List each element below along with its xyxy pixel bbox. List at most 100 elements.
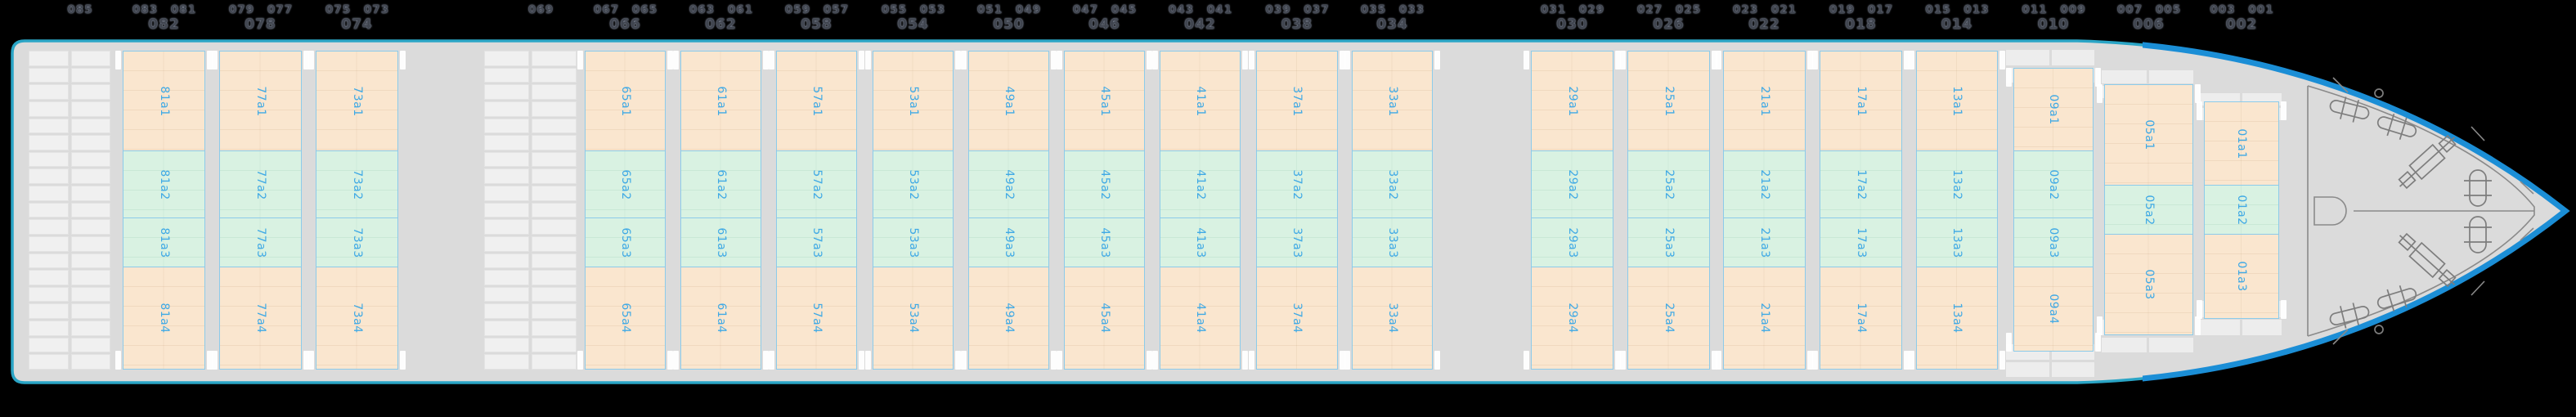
rack-cell[interactable] — [532, 118, 577, 134]
rack-cell[interactable] — [29, 354, 69, 370]
rack-cell[interactable] — [29, 101, 69, 117]
rack-cell[interactable] — [70, 202, 110, 218]
bay-zone-37a3[interactable]: 37a3 — [1256, 218, 1338, 267]
rack-cell[interactable] — [532, 337, 577, 353]
bay-zone-61a1[interactable]: 61a1 — [680, 51, 761, 151]
rack-cell[interactable] — [484, 118, 529, 134]
bay-zone-33a4[interactable]: 33a4 — [1352, 267, 1433, 370]
bay-zone-41a2[interactable]: 41a2 — [1160, 151, 1241, 218]
rack-cell[interactable] — [532, 321, 577, 336]
rack-cell[interactable] — [70, 303, 110, 320]
bay-zone-65a4[interactable]: 65a4 — [585, 267, 666, 370]
bay-zone-81a4[interactable]: 81a4 — [123, 267, 205, 370]
rack-cell[interactable] — [29, 337, 69, 353]
bay-zone-05a3[interactable]: 05a3 — [2104, 235, 2193, 335]
bay-zone-57a3[interactable]: 57a3 — [776, 218, 857, 267]
bay-zone-45a4[interactable]: 45a4 — [1064, 267, 1145, 370]
rack-cell[interactable] — [484, 84, 529, 100]
rack-cell[interactable] — [70, 51, 110, 66]
rack-cell[interactable] — [484, 67, 529, 83]
bay-zone-81a3[interactable]: 81a3 — [123, 218, 205, 267]
bay-zone-25a4[interactable]: 25a4 — [1627, 267, 1710, 370]
bay-zone-73a3[interactable]: 73a3 — [316, 218, 398, 267]
bay-zone-17a2[interactable]: 17a2 — [1820, 151, 1902, 218]
rack-cell[interactable] — [70, 286, 110, 303]
rack-cell[interactable] — [70, 135, 110, 150]
bay-zone-49a4[interactable]: 49a4 — [968, 267, 1049, 370]
rack-cell[interactable] — [29, 151, 69, 168]
bay-zone-41a3[interactable]: 41a3 — [1160, 218, 1241, 267]
bay-zone-73a2[interactable]: 73a2 — [316, 151, 398, 218]
rack-cell[interactable] — [70, 84, 110, 100]
rack-cell[interactable] — [70, 337, 110, 353]
rack-cell[interactable] — [484, 235, 529, 252]
rack-cell[interactable] — [532, 135, 577, 150]
rack-cell[interactable] — [532, 151, 577, 168]
rack-cell[interactable] — [532, 253, 577, 269]
bay-zone-37a1[interactable]: 37a1 — [1256, 51, 1338, 151]
bay-zone-45a2[interactable]: 45a2 — [1064, 151, 1145, 218]
bay-zone-29a2[interactable]: 29a2 — [1531, 151, 1613, 218]
rack-cell[interactable] — [484, 135, 529, 150]
bay-zone-13a4[interactable]: 13a4 — [1916, 267, 1998, 370]
bay-zone-17a4[interactable]: 17a4 — [1820, 267, 1902, 370]
rack-cell[interactable] — [29, 67, 69, 83]
rack-cell[interactable] — [484, 354, 529, 370]
rack-cell[interactable] — [70, 253, 110, 269]
bay-zone-05a1[interactable]: 05a1 — [2104, 84, 2193, 186]
bay-zone-17a3[interactable]: 17a3 — [1820, 218, 1902, 267]
bay-zone-57a2[interactable]: 57a2 — [776, 151, 857, 218]
rack-cell[interactable] — [484, 337, 529, 353]
rack-cell[interactable] — [70, 270, 110, 285]
rack-cell[interactable] — [29, 186, 69, 201]
rack-cell[interactable] — [70, 67, 110, 83]
rack-cell[interactable] — [532, 51, 577, 66]
rack-cell[interactable] — [29, 303, 69, 320]
bay-zone-73a1[interactable]: 73a1 — [316, 51, 398, 151]
bay-zone-61a3[interactable]: 61a3 — [680, 218, 761, 267]
rack-cell[interactable] — [29, 168, 69, 185]
bay-zone-77a2[interactable]: 77a2 — [219, 151, 302, 218]
rack-cell[interactable] — [70, 168, 110, 185]
bay-zone-33a1[interactable]: 33a1 — [1352, 51, 1433, 151]
bay-zone-09a1[interactable]: 09a1 — [2013, 68, 2094, 151]
rack-cell[interactable] — [484, 101, 529, 117]
bay-zone-29a1[interactable]: 29a1 — [1531, 51, 1613, 151]
bay-zone-05a2[interactable]: 05a2 — [2104, 186, 2193, 235]
bay-zone-57a1[interactable]: 57a1 — [776, 51, 857, 151]
bay-zone-21a3[interactable]: 21a3 — [1723, 218, 1806, 267]
bay-zone-21a4[interactable]: 21a4 — [1723, 267, 1806, 370]
rack-cell[interactable] — [484, 303, 529, 320]
bay-zone-25a2[interactable]: 25a2 — [1627, 151, 1710, 218]
bay-zone-77a1[interactable]: 77a1 — [219, 51, 302, 151]
bay-zone-57a4[interactable]: 57a4 — [776, 267, 857, 370]
rack-cell[interactable] — [29, 202, 69, 218]
bay-zone-13a3[interactable]: 13a3 — [1916, 218, 1998, 267]
rack-cell[interactable] — [29, 286, 69, 303]
rack-cell[interactable] — [29, 84, 69, 100]
bay-zone-49a3[interactable]: 49a3 — [968, 218, 1049, 267]
bay-zone-29a3[interactable]: 29a3 — [1531, 218, 1613, 267]
rack-cell[interactable] — [70, 101, 110, 117]
rack-cell[interactable] — [484, 253, 529, 269]
bay-zone-21a2[interactable]: 21a2 — [1723, 151, 1806, 218]
rack-cell[interactable] — [29, 219, 69, 235]
bay-zone-77a4[interactable]: 77a4 — [219, 267, 302, 370]
bay-zone-17a1[interactable]: 17a1 — [1820, 51, 1902, 151]
bay-zone-01a2[interactable]: 01a2 — [2204, 186, 2279, 235]
rack-cell[interactable] — [484, 286, 529, 303]
rack-cell[interactable] — [29, 51, 69, 66]
rack-cell[interactable] — [532, 67, 577, 83]
rack-cell[interactable] — [484, 51, 529, 66]
rack-cell[interactable] — [70, 118, 110, 134]
bay-zone-13a1[interactable]: 13a1 — [1916, 51, 1998, 151]
bay-zone-81a1[interactable]: 81a1 — [123, 51, 205, 151]
bay-zone-53a3[interactable]: 53a3 — [873, 218, 954, 267]
rack-cell[interactable] — [484, 151, 529, 168]
bay-zone-45a3[interactable]: 45a3 — [1064, 218, 1145, 267]
bay-zone-65a1[interactable]: 65a1 — [585, 51, 666, 151]
rack-cell[interactable] — [70, 219, 110, 235]
rack-cell[interactable] — [484, 219, 529, 235]
rack-cell[interactable] — [532, 354, 577, 370]
rack-cell[interactable] — [70, 186, 110, 201]
